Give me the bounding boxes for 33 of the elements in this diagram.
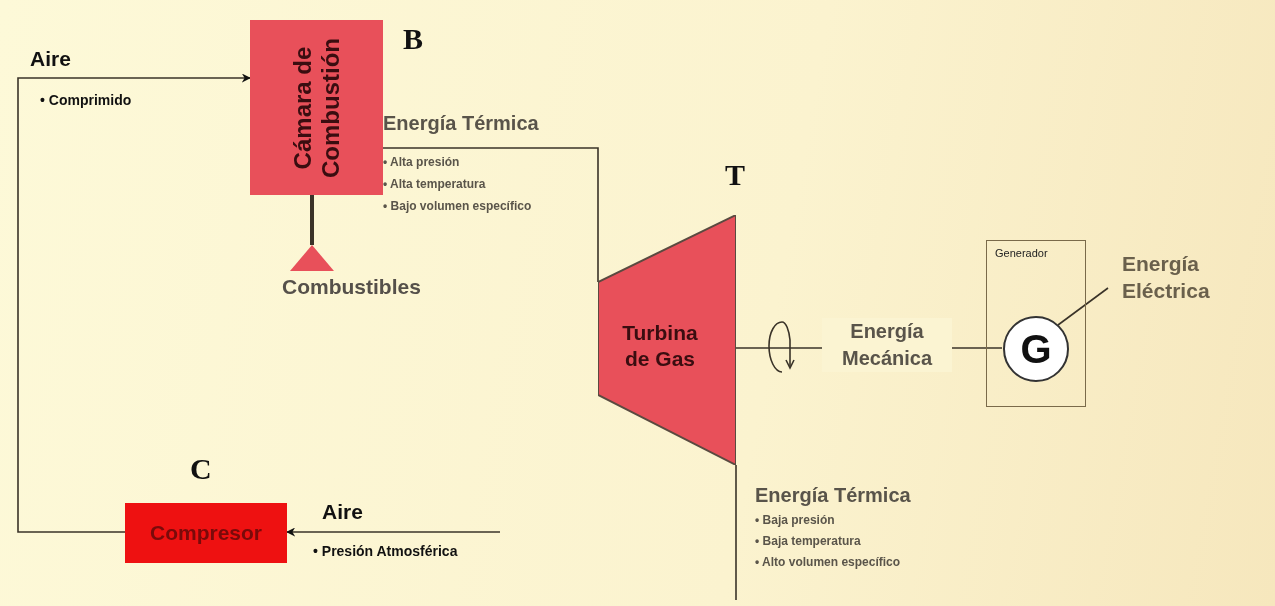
fuel-label: Combustibles: [282, 275, 421, 299]
generator-symbol: G: [1020, 326, 1052, 372]
section-letter: C: [190, 452, 212, 486]
edge-label: Aire: [30, 47, 71, 71]
edge-label: Energía Térmica: [755, 484, 911, 507]
chamber-label: Cámara de Combustión: [288, 36, 345, 180]
edge-label: Aire: [322, 500, 363, 524]
connector-line: [1057, 287, 1109, 326]
bullet-note: • Alta presión: [383, 155, 460, 169]
compressor-box: [125, 503, 287, 563]
combustion-chamber-box: [250, 20, 383, 195]
bullet-note: • Baja presión: [755, 513, 835, 527]
generator-label: Generador: [995, 247, 1048, 259]
section-letter: B: [403, 22, 423, 56]
compressor-label: Compresor: [150, 521, 262, 545]
bullet-note: • Alto volumen específico: [755, 555, 901, 569]
turbine-label: Turbina de Gas: [621, 320, 699, 372]
energy-label: Energía Eléctrica: [1122, 251, 1211, 304]
bullet-note: • Alta temperatura: [383, 177, 486, 191]
bullet-note: • Comprimido: [40, 92, 132, 108]
connector-line: [310, 195, 314, 245]
generator-box: [986, 240, 1086, 407]
edge-label: Energía Mecánica: [822, 318, 952, 372]
turbine-trapezoid: [598, 215, 736, 465]
arrow: [286, 527, 501, 537]
bullet-note: • Bajo volumen específico: [383, 199, 532, 213]
bullet-note: • Baja temperatura: [755, 534, 861, 548]
connector-line: [382, 147, 599, 283]
connector-line: [735, 464, 737, 601]
arrow: [17, 73, 251, 533]
section-letter: T: [725, 158, 745, 192]
bullet-note: • Presión Atmosférica: [313, 543, 458, 559]
edge-label: Energía Térmica: [383, 112, 539, 135]
